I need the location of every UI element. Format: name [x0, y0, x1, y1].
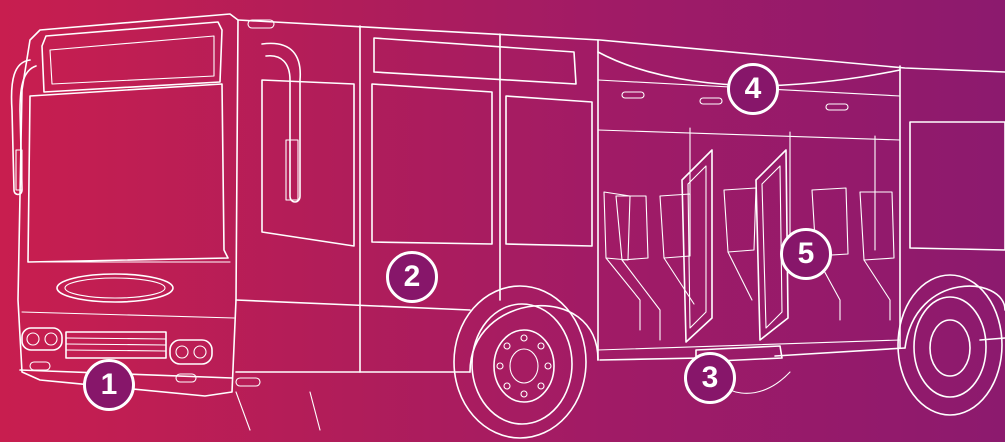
marker-1-label: 1	[101, 370, 118, 400]
door-panel-1	[682, 150, 712, 342]
destination-sign	[42, 22, 222, 92]
right-mirror	[262, 43, 300, 202]
marker-3-label: 3	[702, 363, 719, 393]
upper-window-1	[374, 38, 576, 84]
marker-4: 4	[727, 63, 779, 115]
marker-5-label: 5	[798, 239, 815, 269]
rear-window	[910, 122, 1005, 250]
side-window-2	[372, 84, 492, 244]
marker-3: 3	[684, 352, 736, 404]
marker-2: 2	[386, 251, 438, 303]
roof-line	[238, 20, 1005, 72]
passenger-seats	[604, 188, 894, 340]
marker-4-label: 4	[745, 74, 762, 104]
lower-body-line	[236, 338, 1005, 372]
marker-5: 5	[780, 228, 832, 280]
left-mirror	[12, 60, 36, 195]
marker-2-label: 2	[404, 262, 421, 292]
front-wheel-arch	[470, 306, 598, 372]
marker-1: 1	[83, 359, 135, 411]
side-window-3	[506, 96, 592, 246]
windshield	[28, 84, 228, 262]
left-headlights	[22, 328, 62, 350]
side-window-1	[262, 80, 354, 246]
